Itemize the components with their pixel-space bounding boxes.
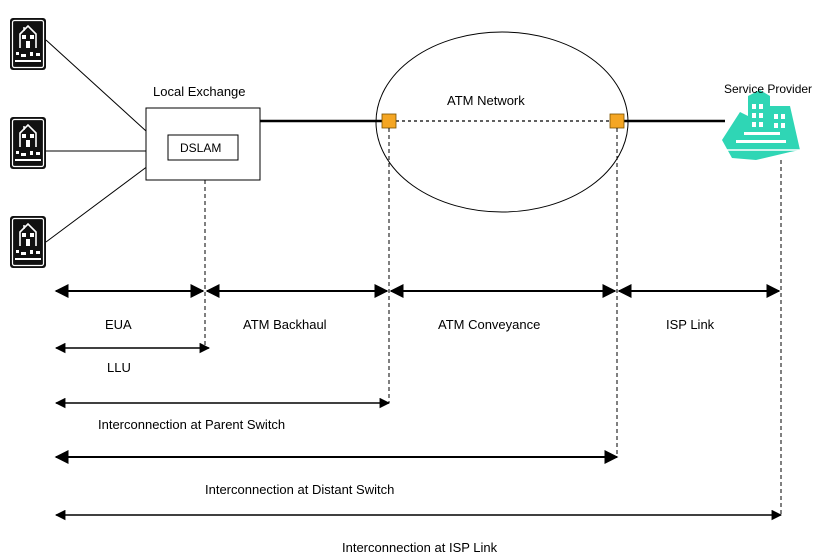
local-exchange-label: Local Exchange <box>153 84 246 99</box>
house-icon <box>9 116 47 170</box>
isp-interconnection-label: Interconnection at ISP Link <box>342 540 498 555</box>
atm-network-cloud <box>375 31 629 213</box>
eua-label: EUA <box>105 317 132 332</box>
dslam-box <box>167 134 239 161</box>
service-provider-label: Service Provider <box>724 82 812 96</box>
house-icon <box>9 17 47 71</box>
atm-network-label: ATM Network <box>447 93 525 108</box>
parent-switch-node <box>381 113 397 129</box>
llu-label: LLU <box>107 360 131 375</box>
distant-switch-node <box>609 113 625 129</box>
isp-link-label: ISP Link <box>666 317 715 332</box>
atm-backhaul-label: ATM Backhaul <box>243 317 327 332</box>
distant-switch-label: Interconnection at Distant Switch <box>205 482 394 497</box>
parent-switch-label: Interconnection at Parent Switch <box>98 417 285 432</box>
dslam-label: DSLAM <box>180 141 221 155</box>
building-icon <box>722 90 800 160</box>
atm-conveyance-label: ATM Conveyance <box>438 317 540 332</box>
house-icon <box>9 215 47 269</box>
